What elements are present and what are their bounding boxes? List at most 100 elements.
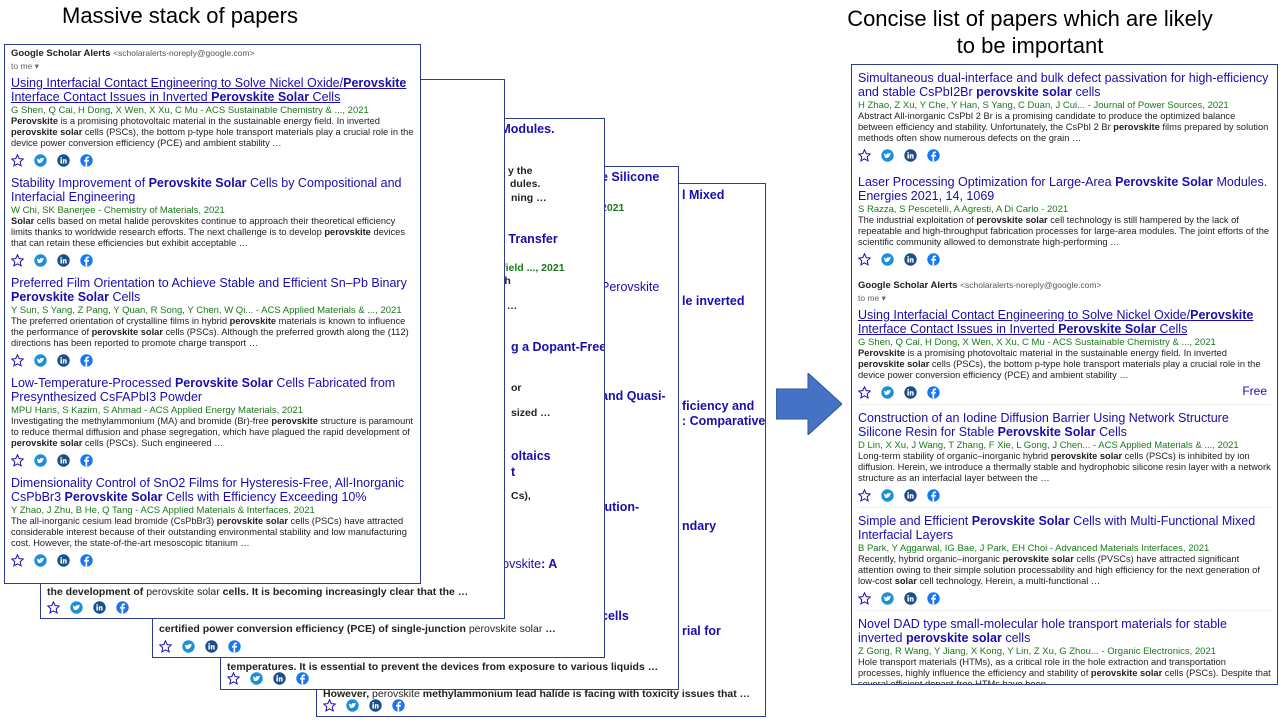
fragment-keyword: Cs), — [511, 490, 531, 502]
star-icon[interactable] — [858, 148, 871, 162]
facebook-icon[interactable] — [80, 453, 93, 467]
paper-fragment-text[interactable]: le inverted — [682, 294, 745, 309]
facebook-icon[interactable] — [228, 639, 241, 653]
paper-fragment-text[interactable]: lution- — [601, 500, 639, 515]
twitter-icon[interactable] — [182, 639, 195, 653]
email-recipient[interactable]: to me ▾ — [858, 293, 1271, 304]
star-icon[interactable] — [858, 385, 871, 399]
star-icon[interactable] — [323, 698, 336, 712]
star-icon[interactable] — [11, 553, 24, 567]
twitter-icon[interactable] — [881, 148, 894, 162]
paper-title-link[interactable]: Using Interfacial Contact Engineering to… — [11, 76, 407, 104]
star-icon[interactable] — [858, 591, 871, 605]
linkedin-icon[interactable] — [57, 553, 70, 567]
twitter-icon[interactable] — [34, 353, 47, 367]
facebook-icon[interactable] — [927, 148, 940, 162]
twitter-icon[interactable] — [881, 252, 894, 266]
facebook-icon[interactable] — [296, 671, 309, 685]
star-icon[interactable] — [11, 453, 24, 467]
star-icon[interactable] — [858, 488, 871, 502]
star-icon[interactable] — [11, 253, 24, 267]
recipient-label: to me — [858, 293, 880, 303]
twitter-icon[interactable] — [34, 153, 47, 167]
star-icon[interactable] — [47, 600, 60, 614]
linkedin-icon[interactable] — [369, 698, 382, 712]
facebook-icon[interactable] — [80, 253, 93, 267]
linkedin-icon[interactable] — [57, 453, 70, 467]
linkedin-icon[interactable] — [57, 353, 70, 367]
free-badge[interactable]: Free — [1242, 384, 1267, 398]
paper-fragment-text[interactable]: rial for — [682, 624, 721, 639]
linkedin-icon[interactable] — [904, 591, 917, 605]
paper-fragment-text[interactable]: : Comparative — [682, 414, 765, 429]
facebook-icon[interactable] — [927, 488, 940, 502]
paper-title-link[interactable]: Simple and Efficient Perovskite Solar Ce… — [858, 514, 1256, 542]
paper-title-link[interactable]: Simultaneous dual-interface and bulk def… — [858, 71, 1269, 99]
star-icon[interactable] — [227, 671, 240, 685]
linkedin-icon[interactable] — [904, 148, 917, 162]
twitter-icon[interactable] — [34, 453, 47, 467]
facebook-icon[interactable] — [80, 353, 93, 367]
twitter-icon[interactable] — [881, 591, 894, 605]
paper-fragment-text[interactable]: ndary — [682, 519, 716, 534]
facebook-icon[interactable] — [927, 252, 940, 266]
right-heading-line: to be important — [956, 32, 1104, 58]
sender-name: Google Scholar Alerts — [858, 280, 958, 291]
paper-snippet: Recently, hybrid organic–inorganic perov… — [858, 554, 1260, 586]
twitter-icon[interactable] — [881, 488, 894, 502]
share-actions — [858, 590, 1271, 606]
twitter-icon[interactable] — [70, 600, 83, 614]
paper-title-link[interactable]: Using Interfacial Contact Engineering to… — [858, 308, 1254, 336]
fragment-keyword: rial for — [682, 624, 721, 638]
paper-fragment-text: However, perovskite methylammonium lead … — [323, 688, 751, 700]
paper-fragment-text[interactable]: g a Dopant-Free — [511, 340, 604, 355]
twitter-icon[interactable] — [881, 385, 894, 399]
email-recipient[interactable]: to me ▾ — [11, 61, 414, 72]
paper-title-link[interactable]: Low-Temperature-Processed Perovskite Sol… — [11, 376, 396, 404]
paper-fragment-text[interactable]: rovskite: A — [498, 557, 558, 571]
paper-entry: Simultaneous dual-interface and bulk def… — [852, 71, 1277, 163]
facebook-icon[interactable] — [80, 553, 93, 567]
paper-fragment-text[interactable]: oltaics — [511, 449, 551, 464]
paper-title-link[interactable]: Preferred Film Orientation to Achieve St… — [11, 276, 407, 304]
paper-fragment-text[interactable]: e Silicone — [601, 170, 659, 185]
twitter-icon[interactable] — [34, 553, 47, 567]
paper-fragment-text[interactable]: and Quasi- — [601, 389, 666, 404]
paper-title-link[interactable]: Dimensionality Control of SnO2 Films for… — [11, 476, 405, 504]
paper-fragment-text[interactable]: ficiency and — [682, 399, 754, 414]
fragment-keyword: : Comparative — [682, 414, 766, 428]
paper-title-link[interactable]: Laser Processing Optimization for Large-… — [858, 175, 1268, 203]
linkedin-icon[interactable] — [57, 153, 70, 167]
linkedin-icon[interactable] — [273, 671, 286, 685]
share-actions — [11, 152, 414, 168]
facebook-icon[interactable] — [927, 385, 940, 399]
twitter-icon[interactable] — [250, 671, 263, 685]
paper-title-link[interactable]: Novel DAD type small-molecular hole tran… — [858, 617, 1227, 645]
paper-fragment-text[interactable]: t — [511, 465, 515, 480]
paper-entry: Dimensionality Control of SnO2 Films for… — [5, 476, 420, 568]
facebook-icon[interactable] — [116, 600, 129, 614]
star-icon[interactable] — [858, 252, 871, 266]
paper-fragment-text[interactable]: cells — [601, 609, 629, 624]
twitter-icon[interactable] — [34, 253, 47, 267]
fragment-keyword: rfield ..., 2021 — [498, 262, 565, 274]
linkedin-icon[interactable] — [904, 385, 917, 399]
linkedin-icon[interactable] — [904, 488, 917, 502]
facebook-icon[interactable] — [80, 153, 93, 167]
paper-title-link[interactable]: Construction of an Iodine Diffusion Barr… — [858, 411, 1229, 439]
star-icon[interactable] — [159, 639, 172, 653]
linkedin-icon[interactable] — [205, 639, 218, 653]
paper-title-link[interactable]: Stability Improvement of Perovskite Sola… — [11, 176, 402, 204]
paper-fragment-text[interactable]: Perovskite — [601, 280, 660, 294]
linkedin-icon[interactable] — [93, 600, 106, 614]
facebook-icon[interactable] — [927, 591, 940, 605]
star-icon[interactable] — [11, 153, 24, 167]
paper-fragment-text[interactable]: e Transfer — [498, 232, 558, 247]
share-actions: Free — [858, 384, 1271, 400]
star-icon[interactable] — [11, 353, 24, 367]
linkedin-icon[interactable] — [904, 252, 917, 266]
paper-fragment-text[interactable]: l Mixed — [682, 188, 724, 203]
facebook-icon[interactable] — [392, 698, 405, 712]
twitter-icon[interactable] — [346, 698, 359, 712]
linkedin-icon[interactable] — [57, 253, 70, 267]
